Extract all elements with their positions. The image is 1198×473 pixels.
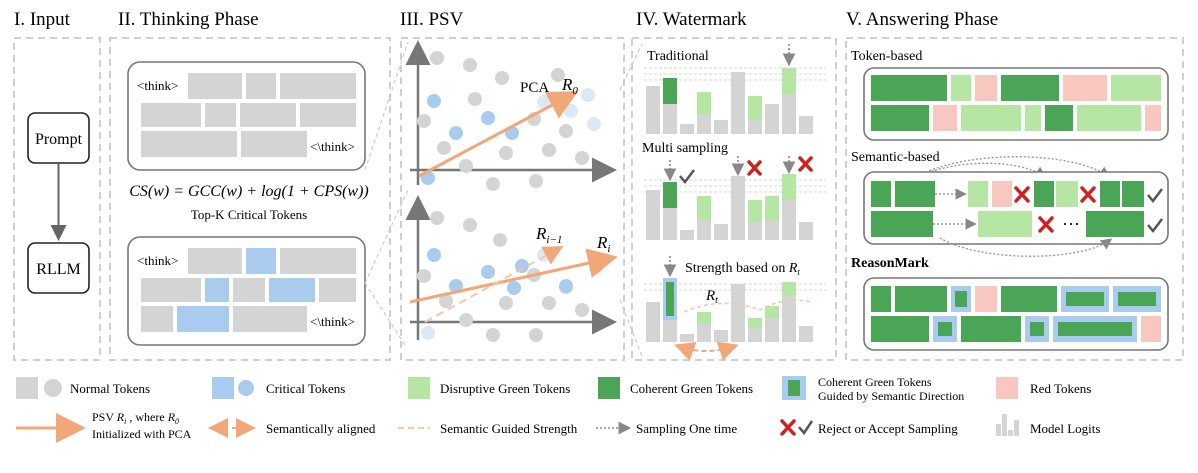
legend-logits: Model Logits [1030,421,1100,436]
pca-label: PCA [520,80,549,96]
topk-label: Top-K Critical Tokens [191,207,307,222]
cross-icon [747,156,813,176]
section-title-thinking: II. Thinking Phase [118,9,259,30]
section-title-answering: V. Answering Phase [846,9,998,30]
watermark-multi-bars [644,156,826,240]
rllm-label: RLLM [36,261,80,278]
psv-r0-arrow [418,91,579,178]
legend-guided-2: Guided by Semantic Direction [818,389,964,403]
thinking-top-box: <think> <\think> [127,61,366,171]
legend: Normal Tokens Critical Tokens Disruptive… [16,375,1100,443]
legend-normal: Normal Tokens [70,381,150,396]
legend-reject: Reject or Accept Sampling [818,421,958,436]
thinking-bottom-box: <think> <\think> [127,236,366,346]
psv-ri-arrow [409,248,618,304]
ri-label: Ri [596,233,610,255]
check-icon [1147,188,1163,234]
legend-guided-1: Coherent Green Tokens [818,375,932,389]
legend-psv-line1: PSV Ri , where R0 [92,410,179,426]
legend-aligned: Semantically aligned [266,421,376,436]
legend-coherent: Coherent Green Tokens [630,381,753,396]
token-based-label: Token-based [851,49,922,64]
psv-plot-top: PCA R0 [405,40,617,191]
ellipsis: ··· [1062,214,1080,234]
legend-critical: Critical Tokens [266,381,345,396]
prompt-label: Prompt [35,131,83,148]
legend-sampling: Sampling One time [636,421,737,436]
section-title-input: I. Input [14,9,71,30]
check-icon [679,169,695,185]
model-logits-icon [996,414,1019,436]
legend-strength: Semantic Guided Strength [440,421,578,436]
think-open-label: <think> [137,78,178,93]
traditional-label: Traditional [647,49,709,64]
multi-sampling-label: Multi sampling [642,141,728,156]
zoom-connectors-2 [619,43,643,357]
psv-plot-bottom: Ri−1 Ri [405,195,618,342]
section-title-psv: III. PSV [400,9,464,30]
critical-score-formula: CS(w) = GCC(w) + log(1 + CPS(w)) [129,183,369,200]
semantic-based-label: Semantic-based [851,150,940,165]
token-based-box [863,67,1169,141]
watermark-traditional-bars [644,44,826,134]
r0-label: R0 [561,75,578,97]
think-close-label-2: <\think> [310,314,355,329]
check-icon [798,420,814,436]
section-title-watermark: IV. Watermark [636,9,747,30]
rt-label: Rt [705,288,718,306]
legend-disruptive: Disruptive Green Tokens [440,381,570,396]
legend-psv-line2: Initialized with PCA [92,427,192,441]
semantic-based-box: ··· [863,156,1169,257]
think-close-label: <\think> [310,139,355,154]
input-panel: Prompt RLLM [27,112,90,294]
panel-frames [13,37,1184,361]
ri-prev-label: Ri−1 [535,224,562,246]
strength-label: Strength based on Rt [685,261,800,277]
watermark-strength-bars: Rt [644,256,826,361]
cross-icon [780,419,796,436]
rllm-box [27,242,90,294]
reasonmark-label: ReasonMark [851,256,929,271]
reasonmark-box [863,277,1169,351]
zoom-connectors [364,41,409,346]
cross-icon [1014,186,1096,233]
think-open-label-2: <think> [137,253,178,268]
legend-red: Red Tokens [1030,381,1091,396]
